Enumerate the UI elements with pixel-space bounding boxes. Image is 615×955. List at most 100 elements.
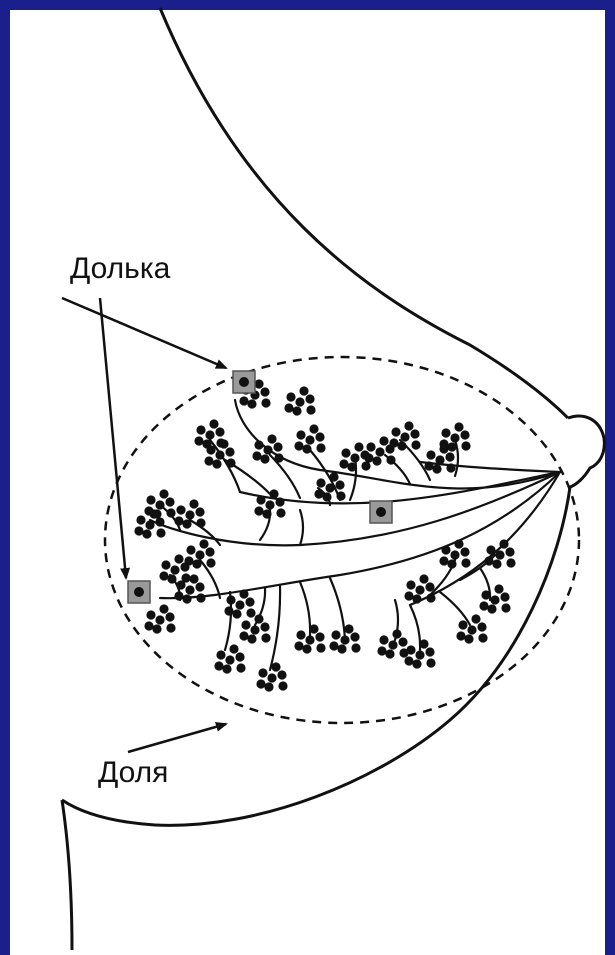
lobule-dot xyxy=(490,595,499,604)
lobule-dot xyxy=(477,622,486,631)
lobule-dot xyxy=(254,440,263,449)
nipple-outline xyxy=(568,416,604,487)
lobule-dot xyxy=(441,428,450,437)
lobule-dot xyxy=(467,625,476,634)
lobule-dot xyxy=(500,592,509,601)
lobule-dot xyxy=(386,455,395,464)
lobule-dot xyxy=(484,556,493,565)
lobule-dot xyxy=(354,442,363,451)
lobule-dot xyxy=(305,435,314,444)
lobule-dot xyxy=(464,634,473,643)
lobule-dot xyxy=(165,497,174,506)
lobule-dot xyxy=(351,643,360,652)
lobule-dot xyxy=(225,655,234,664)
lobule-dot xyxy=(458,620,467,629)
lobule-dot xyxy=(372,456,381,465)
lobule-dot xyxy=(174,554,183,563)
lobule-dot xyxy=(315,632,324,641)
lobule-dot xyxy=(216,438,225,447)
lobule-dot xyxy=(152,624,161,633)
lobe-arrow xyxy=(128,724,226,752)
lobule-dot xyxy=(247,634,256,643)
lobule-dot xyxy=(377,646,386,655)
lobule-dot xyxy=(329,472,338,481)
lobule-dot xyxy=(155,615,164,624)
lobule-dot xyxy=(262,509,271,518)
duct-branch xyxy=(300,510,303,545)
lobule-dot xyxy=(263,445,272,454)
lobule-dot xyxy=(344,624,353,633)
lobule-dot xyxy=(235,600,244,609)
lobule-dot xyxy=(415,585,424,594)
lobule-dot xyxy=(186,545,195,554)
lobule-clusters xyxy=(134,379,515,691)
lobule-dot xyxy=(495,550,504,559)
lobule-dot xyxy=(225,447,234,456)
lobule-dot xyxy=(189,574,198,583)
lobule-dot xyxy=(273,442,282,451)
lobule-dot xyxy=(166,508,175,517)
lobule-dot xyxy=(335,480,344,489)
duct-branch xyxy=(300,582,310,635)
lobule-dot xyxy=(239,396,248,405)
lobule-dot xyxy=(425,582,434,591)
lobule-dot xyxy=(460,547,469,556)
lobule-dot xyxy=(306,405,315,414)
lobule-dot xyxy=(337,644,346,653)
lobule-dot xyxy=(241,620,250,629)
lobule-dot xyxy=(375,447,384,456)
lobule-dot xyxy=(447,442,456,451)
lobule-dot xyxy=(309,424,318,433)
lobule-dot xyxy=(182,519,191,528)
lobule-dot xyxy=(155,500,164,509)
lobule-dot xyxy=(404,421,413,430)
lobule-dot xyxy=(166,623,175,632)
lobule-dot xyxy=(435,455,444,464)
lobule-dot xyxy=(439,556,448,565)
lobule-dot xyxy=(309,624,318,633)
lobule-dot xyxy=(339,459,348,468)
lobule-dot xyxy=(325,483,334,492)
lobule-dot xyxy=(305,635,314,644)
lobule-dot xyxy=(195,582,204,591)
lobule-dot xyxy=(226,595,235,604)
lobule-dot xyxy=(426,450,435,459)
lobule-dot xyxy=(399,648,408,657)
lobule-dot xyxy=(439,444,448,453)
lobule-dot xyxy=(341,448,350,457)
lobule-dot xyxy=(360,450,369,459)
lobule-dot xyxy=(269,489,278,498)
lobule-dot xyxy=(316,443,325,452)
lobe-label: Доля xyxy=(98,756,168,789)
lobule-dot xyxy=(350,632,359,641)
lobule-dot xyxy=(239,631,248,640)
duct-branch xyxy=(440,592,470,625)
lobule-dot xyxy=(155,517,164,526)
lobule-dot xyxy=(316,478,325,487)
lobule-dot xyxy=(385,444,394,453)
lobule-dot xyxy=(258,668,267,677)
lobule-dot xyxy=(398,637,407,646)
lobule-dot xyxy=(195,507,204,516)
lobule-dot xyxy=(505,547,514,556)
lobule-dot xyxy=(236,663,245,672)
lobule-dot xyxy=(205,547,214,556)
lobule-dot xyxy=(454,422,463,431)
lobule-dot xyxy=(294,641,303,650)
lobule-dot xyxy=(419,639,428,648)
lobule-dot xyxy=(275,497,284,506)
lobule-dot xyxy=(361,461,370,470)
lobule-dot xyxy=(209,419,218,428)
lobule-dot xyxy=(501,603,510,612)
lobule-dot xyxy=(441,545,450,554)
lobule-dot xyxy=(229,644,238,653)
lobule-dot xyxy=(196,518,205,527)
lobule-dot xyxy=(174,591,183,600)
lobule-dot xyxy=(184,556,193,565)
lobule-dot xyxy=(385,649,394,658)
lobule-dot xyxy=(426,593,435,602)
lobule-dot xyxy=(336,491,345,500)
duct-branch xyxy=(270,586,280,670)
lobule-dot xyxy=(165,612,174,621)
lobule-dot xyxy=(224,606,233,615)
